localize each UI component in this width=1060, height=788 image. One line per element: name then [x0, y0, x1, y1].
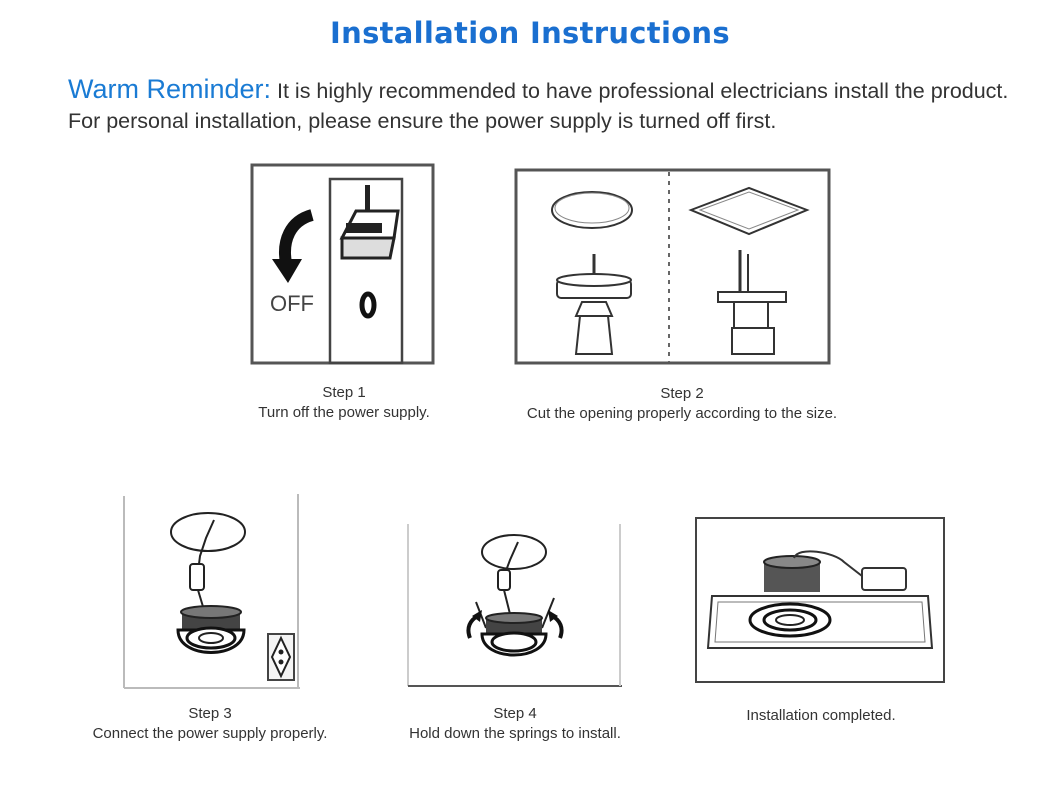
off-label: OFF [270, 291, 314, 316]
step-4-heading: Step 4 [493, 705, 537, 722]
reminder-label: Warm Reminder: [68, 74, 272, 104]
step-3-text: Connect the power supply properly. [92, 725, 328, 742]
switch-on-mark [365, 185, 370, 211]
step-2-illustration [514, 168, 832, 366]
completed-text: Installation completed. [746, 707, 896, 724]
step-1-text: Turn off the power supply. [258, 404, 430, 421]
step-3-heading: Step 3 [188, 705, 232, 722]
reminder-text: It is highly recommended to have profess… [68, 79, 1009, 133]
completed-illustration [694, 516, 946, 684]
step-2-text: Cut the opening properly according to th… [526, 405, 838, 422]
arrow-down-icon [279, 209, 315, 265]
step-1-illustration: OFF [250, 163, 435, 365]
step-4-illustration [406, 520, 624, 690]
switch-off-mark [359, 291, 377, 319]
page-title: Installation Instructions [330, 16, 730, 50]
step-2-caption: Step 2 Cut the opening properly accordin… [492, 384, 872, 424]
warm-reminder: Warm Reminder: It is highly recommended … [68, 74, 1028, 136]
step-4-caption: Step 4 Hold down the springs to install. [374, 704, 656, 744]
step-2-heading: Step 2 [660, 385, 704, 402]
step-1-caption: Step 1 Turn off the power supply. [214, 383, 474, 423]
step-1-heading: Step 1 [322, 384, 366, 401]
completed-caption: Installation completed. [690, 706, 952, 726]
step-3-caption: Step 3 Connect the power supply properly… [60, 704, 360, 744]
step-4-text: Hold down the springs to install. [409, 725, 621, 742]
step-3-illustration [122, 492, 302, 692]
